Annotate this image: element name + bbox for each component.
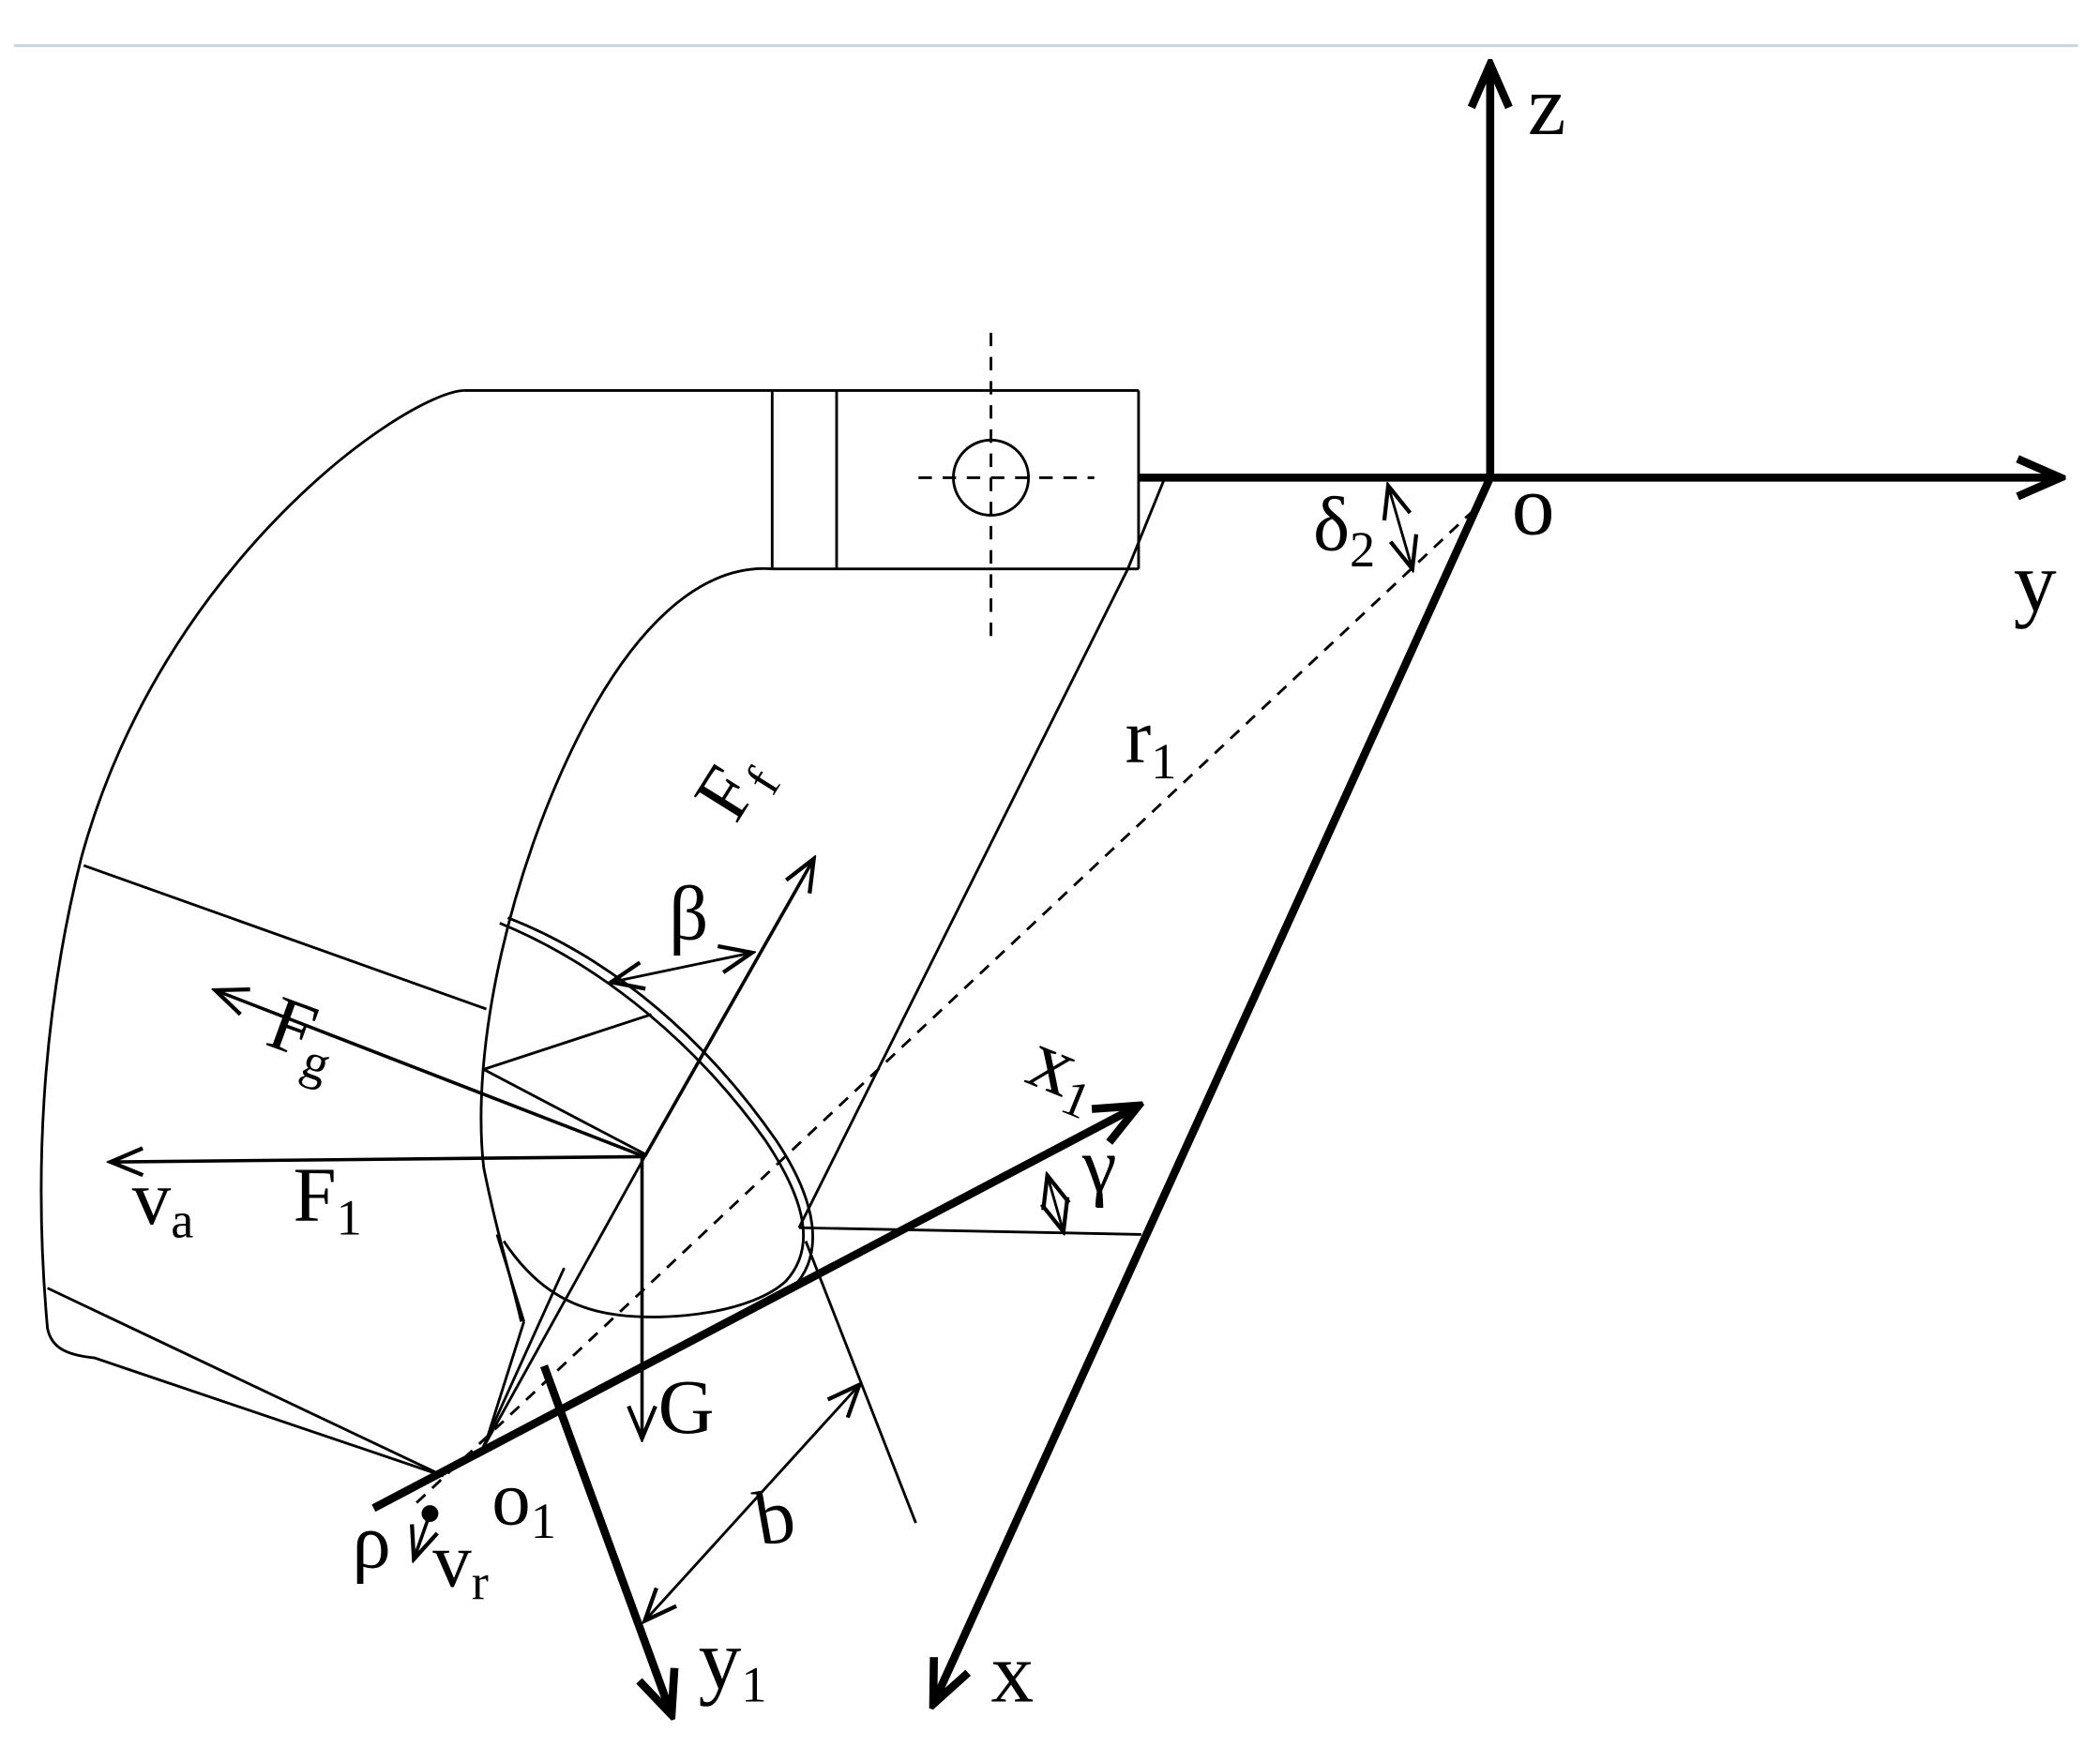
beta-dim	[612, 953, 752, 982]
dimension-markers	[612, 486, 1413, 1621]
force-vectors	[111, 859, 814, 1559]
b-dim	[644, 1385, 859, 1621]
label-o1: o1	[491, 1454, 556, 1548]
rho-point	[421, 1505, 439, 1522]
y1-main: y	[699, 1611, 742, 1707]
r-main: r	[1126, 693, 1152, 779]
local-axes	[371, 1106, 1139, 1715]
va-main: v	[132, 1154, 172, 1241]
label-va: va	[132, 1154, 194, 1248]
r1-radius	[415, 508, 1475, 1504]
delta-sub: 2	[1350, 521, 1375, 578]
delta2-dim	[1388, 486, 1413, 569]
label-g: G	[658, 1363, 715, 1450]
inner-curve	[479, 567, 773, 1322]
label-x: x	[991, 1624, 1035, 1720]
label-vr: vr	[432, 1516, 489, 1610]
label-r1: r1	[1126, 693, 1177, 790]
f1-sub: 1	[337, 1189, 362, 1245]
x-axis	[933, 475, 1494, 1704]
o1-sub: 1	[531, 1493, 556, 1549]
r-sub: 1	[1151, 733, 1176, 790]
lower-band	[47, 1287, 445, 1478]
vr-sub: r	[472, 1555, 489, 1611]
label-rho: ρ	[352, 1498, 390, 1584]
share-tip-3	[798, 1226, 1141, 1236]
y1-sub: 1	[741, 1656, 766, 1712]
label-f1: F1	[293, 1152, 361, 1245]
label-y1: y1	[699, 1611, 767, 1712]
label-b: b	[748, 1470, 802, 1562]
label-z: z	[1528, 57, 1566, 153]
cut-line	[483, 1013, 652, 1071]
o1-main: o	[491, 1454, 531, 1541]
label-ff: Ff	[677, 737, 792, 840]
ff-arrow	[642, 859, 813, 1158]
o1-to-center	[479, 1155, 646, 1453]
share-curve	[499, 922, 805, 1318]
label-y: y	[2014, 534, 2057, 629]
global-axes	[415, 65, 2061, 1705]
label-x1: x1	[1014, 1010, 1115, 1130]
label-delta: δ2	[1313, 481, 1375, 578]
mid-band	[483, 1068, 646, 1155]
va-f1-arrow	[111, 1156, 645, 1162]
upper-band	[83, 864, 488, 1011]
label-gamma: γ	[1081, 1122, 1117, 1209]
share-tip-4	[804, 1241, 917, 1524]
f1-main: F	[293, 1152, 336, 1238]
gamma-dim	[1048, 1175, 1064, 1231]
y1-axis	[540, 1364, 672, 1715]
body-diagonal	[797, 568, 1129, 1228]
shin-line	[1126, 475, 1167, 570]
share-curve-inner	[506, 916, 814, 1289]
fg-arrow	[215, 990, 646, 1159]
mount-hole	[918, 332, 1095, 644]
va-sub: a	[171, 1192, 193, 1248]
outer-curve	[39, 388, 464, 1478]
share-tip-1	[495, 1233, 525, 1322]
labels: z y o x δ2 r1 Ff β Fg x1 γ va F1 G o1 ρ …	[132, 57, 2057, 1720]
ff-main: F	[677, 752, 773, 835]
label-beta: β	[669, 870, 708, 956]
label-o: o	[1512, 457, 1555, 552]
o1-to-share	[479, 1267, 566, 1453]
vr-main: v	[432, 1516, 472, 1603]
delta-main: δ	[1313, 481, 1350, 567]
plow-body	[39, 388, 1167, 1524]
x1-axis	[371, 1106, 1139, 1513]
